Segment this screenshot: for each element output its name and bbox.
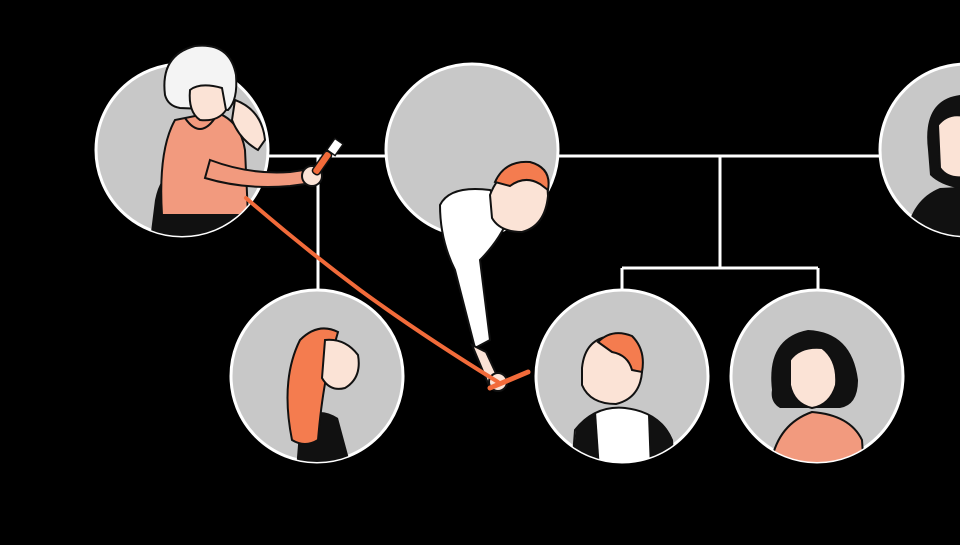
red-haired-woman-figure xyxy=(286,327,360,462)
leaning-man-figure xyxy=(438,160,550,392)
worried-woman-figure xyxy=(768,330,866,462)
family-connectors xyxy=(268,154,880,290)
portrait-son xyxy=(534,288,710,464)
portrait-aunt xyxy=(878,62,960,238)
portrait-grandmother xyxy=(94,44,345,238)
paintbrush-icon xyxy=(311,137,345,176)
brush-in-hand xyxy=(487,369,531,391)
portrait-father xyxy=(384,62,560,392)
portrait-sister xyxy=(729,288,905,464)
portrait-daughter xyxy=(229,288,405,464)
grandmother-face xyxy=(188,84,228,122)
paint-stroke xyxy=(244,196,500,384)
